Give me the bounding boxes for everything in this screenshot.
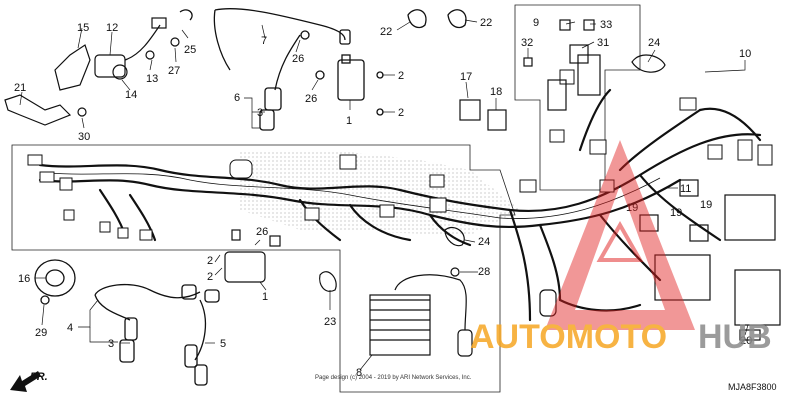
callout-17: 17 <box>460 71 472 83</box>
callout-26-mid: 26 <box>305 93 317 105</box>
front-direction-indicator: FR. <box>10 371 48 392</box>
callout-18: 18 <box>490 86 502 98</box>
callout-4: 4 <box>67 322 73 334</box>
watermark: AUTOMOTO HUB <box>470 140 772 356</box>
callout-26-top: 26 <box>292 53 304 65</box>
callout-15: 15 <box>77 22 89 34</box>
lower-components <box>224 226 557 357</box>
callout-8: 8 <box>356 367 362 379</box>
harness-shading <box>240 150 520 235</box>
callout-3-bottom: 3 <box>108 338 114 350</box>
direction-label: FR. <box>30 371 48 383</box>
callout-33: 33 <box>600 19 612 31</box>
callout-2-a: 2 <box>398 70 404 82</box>
callout-23: 23 <box>324 316 336 328</box>
callout-19-b: 19 <box>670 207 682 219</box>
callout-22-left: 22 <box>380 26 392 38</box>
callout-1-top: 1 <box>346 115 352 127</box>
copyright-text: Page design (c) 2004 - 2019 by ARI Netwo… <box>315 375 472 381</box>
callout-2-b: 2 <box>398 107 404 119</box>
callout-9: 9 <box>533 17 539 29</box>
callout-numbers: 15 12 25 7 22 22 9 33 32 31 24 10 21 13 … <box>14 17 752 379</box>
callout-20: 20 <box>740 335 752 347</box>
leader-lines <box>19 19 749 371</box>
callout-24-bottom: 24 <box>478 236 490 248</box>
watermark-triangle-icon <box>545 140 695 330</box>
callout-28: 28 <box>478 266 490 278</box>
horn-and-plug-wires <box>34 259 220 386</box>
watermark-word-2: HUB <box>698 318 772 356</box>
callout-24-top: 24 <box>648 37 660 49</box>
callout-27: 27 <box>168 65 180 77</box>
callout-5: 5 <box>220 338 226 350</box>
callout-7: 7 <box>261 35 267 47</box>
callout-2-d: 2 <box>207 271 213 283</box>
ignition-wires-top <box>213 8 384 131</box>
callout-26-bottom: 26 <box>256 226 268 238</box>
callout-25: 25 <box>184 44 196 56</box>
callout-21: 21 <box>14 82 26 94</box>
callout-6: 6 <box>234 92 240 104</box>
clamps-top <box>179 9 467 29</box>
callout-30: 30 <box>78 131 90 143</box>
callout-14: 14 <box>125 89 137 101</box>
callout-32: 32 <box>521 37 533 49</box>
callout-11: 11 <box>680 183 691 195</box>
diagram-code: MJA8F3800 <box>728 382 777 392</box>
callout-19-c: 19 <box>700 199 712 211</box>
bracket-assembly <box>4 17 180 126</box>
callout-1-bottom: 1 <box>262 291 268 303</box>
callout-19-a: 19 <box>626 202 638 214</box>
main-harness <box>38 88 762 322</box>
right-components <box>639 179 781 341</box>
callout-22-right: 22 <box>480 17 492 29</box>
watermark-word-1: AUTOMOTO <box>470 318 667 356</box>
callout-16: 16 <box>18 273 30 285</box>
callout-12: 12 <box>106 22 118 34</box>
callout-3-top: 3 <box>257 107 263 119</box>
callout-31: 31 <box>597 37 609 49</box>
callout-10: 10 <box>739 48 751 60</box>
callout-2-c: 2 <box>207 255 213 267</box>
arrow-icon <box>10 371 41 392</box>
callout-29: 29 <box>35 327 47 339</box>
callout-13: 13 <box>146 73 158 85</box>
